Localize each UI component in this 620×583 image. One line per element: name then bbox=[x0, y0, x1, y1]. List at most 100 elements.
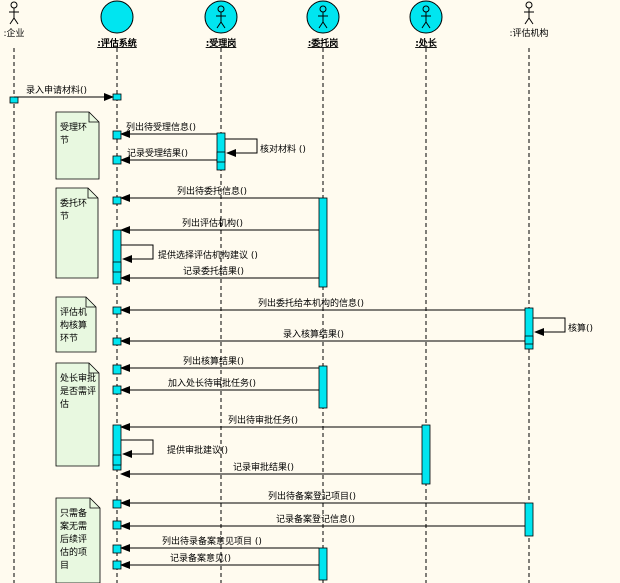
note-text: 目 bbox=[60, 560, 69, 571]
note-text: 估 bbox=[60, 398, 69, 410]
activation-bar bbox=[112, 544, 122, 554]
activation-bar bbox=[112, 337, 122, 346]
actor-head bbox=[525, 1, 533, 9]
lifeline-label: :评估机构 bbox=[509, 27, 548, 39]
activation-bar bbox=[112, 560, 122, 570]
lifeline-label: :受理岗 bbox=[206, 37, 237, 49]
message-label: 记录受理结果() bbox=[127, 147, 188, 159]
lifeline-circle-icon bbox=[100, 0, 134, 34]
lifeline-label: :委托岗 bbox=[308, 37, 339, 49]
actor-icon bbox=[524, 1, 534, 25]
note-box bbox=[55, 362, 100, 467]
message-arrow bbox=[121, 244, 154, 263]
activation-bar bbox=[318, 547, 328, 581]
message-label: 列出委托给本机构的信息() bbox=[258, 297, 364, 309]
message-label: 记录委托结果() bbox=[183, 265, 244, 277]
activation-bar bbox=[318, 197, 328, 288]
message-label: 记录备案登记信息() bbox=[276, 513, 355, 525]
actor-leg bbox=[524, 17, 530, 25]
message-label: 核对材料 () bbox=[260, 143, 306, 155]
message-label: 记录备案意见() bbox=[170, 552, 231, 564]
note-text: 是否需评 bbox=[60, 386, 96, 397]
message-label: 列出待审批任务() bbox=[228, 414, 298, 426]
message-label: 核算() bbox=[568, 322, 593, 334]
message-label: 提供选择评估机构建议 () bbox=[158, 249, 258, 261]
activation-bar bbox=[524, 502, 534, 537]
note-fold bbox=[88, 112, 99, 123]
activation-bar bbox=[112, 364, 122, 375]
activation-bar bbox=[524, 335, 534, 345]
activation-bar bbox=[9, 96, 19, 104]
actor-leg bbox=[421, 21, 427, 29]
note-fold bbox=[87, 188, 98, 199]
note-text: 环节 bbox=[60, 333, 78, 344]
actor-icon bbox=[421, 5, 431, 29]
actor-leg bbox=[220, 21, 226, 29]
message-label: 加入处长待审批任务() bbox=[168, 377, 256, 389]
message-arrow bbox=[533, 317, 566, 336]
message-label: 列出核算结果() bbox=[183, 355, 244, 367]
note-text: 评估机 bbox=[60, 306, 87, 318]
note-text: 只需备 bbox=[60, 507, 87, 519]
activation-bar bbox=[112, 155, 122, 165]
note-box bbox=[55, 497, 101, 583]
message-label: 录入核算结果() bbox=[283, 328, 344, 340]
actor-leg bbox=[13, 17, 19, 25]
note-fold bbox=[88, 363, 99, 374]
note-text: 后续评 bbox=[60, 533, 87, 545]
note-box bbox=[55, 296, 97, 353]
actor-icon bbox=[318, 5, 328, 29]
note-fold bbox=[85, 297, 96, 308]
note-box bbox=[55, 111, 100, 180]
activation-bar bbox=[216, 132, 226, 171]
activation-bar bbox=[112, 196, 122, 205]
activation-bar bbox=[112, 261, 122, 273]
activation-bar bbox=[112, 229, 122, 285]
message-label: 列出评估机构() bbox=[182, 217, 243, 229]
activation-bar bbox=[112, 385, 122, 395]
lifeline-label: :企业 bbox=[3, 27, 24, 39]
activation-bar bbox=[112, 499, 122, 509]
actor-icon bbox=[9, 1, 19, 25]
note-text: 节 bbox=[60, 135, 69, 146]
message-label: 记录审批结果() bbox=[233, 461, 294, 473]
note-fold bbox=[89, 498, 100, 509]
note-box bbox=[55, 187, 99, 279]
actor-leg bbox=[318, 21, 324, 29]
note-text: 估的项 bbox=[60, 546, 87, 558]
lifeline-label: :处长 bbox=[415, 37, 438, 49]
note-text: 案无需 bbox=[60, 520, 87, 532]
activation-bar bbox=[524, 307, 534, 350]
activation-bar bbox=[112, 520, 122, 530]
message-label: 列出待备案登记项目() bbox=[268, 490, 356, 502]
actor-leg bbox=[9, 17, 15, 25]
activation-bar bbox=[112, 454, 122, 466]
activation-bar bbox=[112, 93, 122, 101]
message-label: 录入申请材料() bbox=[26, 84, 87, 96]
note-text: 处长审批 bbox=[60, 372, 96, 384]
activation-bar bbox=[112, 306, 122, 315]
activation-bar bbox=[112, 424, 122, 471]
message-label: 提供审批建议() bbox=[167, 444, 228, 456]
note-text: 受理环 bbox=[60, 121, 87, 133]
message-arrow bbox=[121, 439, 154, 458]
activation-bar bbox=[216, 151, 226, 163]
message-label: 列出待录备案意见项目 () bbox=[162, 535, 262, 547]
message-label: 列出待受理信息() bbox=[126, 121, 196, 133]
activation-bar bbox=[421, 424, 431, 485]
note-text: 构核算 bbox=[60, 319, 87, 331]
activation-bar bbox=[318, 365, 328, 409]
note-text: 委托环 bbox=[60, 197, 87, 209]
message-label: 列出待委托信息() bbox=[177, 185, 247, 197]
note-text: 节 bbox=[60, 211, 69, 222]
message-arrow bbox=[225, 138, 258, 157]
actor-leg bbox=[322, 21, 328, 29]
lifeline-label: :评估系统 bbox=[97, 37, 137, 49]
actor-leg bbox=[216, 21, 222, 29]
actor-leg bbox=[528, 17, 534, 25]
